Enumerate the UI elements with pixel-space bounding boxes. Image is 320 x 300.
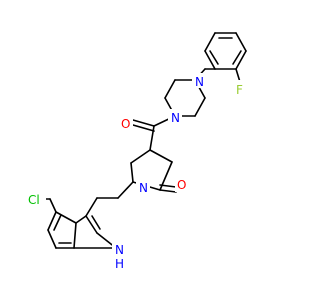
fluorine-atom: F — [234, 80, 247, 97]
bond — [85, 215, 98, 234]
atom-label-n: N — [171, 111, 180, 125]
bond — [232, 50, 242, 65]
nitrogen-atom: N — [112, 241, 126, 257]
oxygen-atom: O — [175, 176, 189, 192]
atom-label-cl: Cl — [28, 193, 40, 207]
bond — [130, 149, 151, 164]
bond — [164, 79, 176, 99]
bond — [75, 215, 87, 224]
bond — [85, 197, 98, 217]
bond — [53, 214, 62, 231]
atom-label-o: O — [121, 117, 130, 131]
nitrogen-atom: N — [168, 109, 182, 125]
bond — [209, 50, 219, 65]
atom-label-n: N — [115, 243, 124, 257]
bond — [159, 184, 177, 188]
bond — [91, 215, 101, 230]
bond — [235, 68, 241, 83]
atom-labels: F N N O N O Cl N — [26, 73, 247, 271]
hydrogen-atom: H — [112, 255, 126, 271]
nitrogen-atom: N — [192, 73, 206, 89]
bond — [47, 229, 57, 249]
bond — [47, 211, 57, 231]
bonds — [43, 32, 247, 249]
bond — [235, 50, 247, 70]
bond — [149, 125, 155, 151]
atom-label-h: H — [115, 257, 124, 271]
bond — [132, 119, 155, 127]
bond — [159, 189, 177, 193]
bond — [73, 222, 77, 249]
oxygen-atom: O — [119, 115, 133, 131]
bond — [235, 32, 247, 52]
chlorine-atom: Cl — [26, 191, 46, 207]
bond — [149, 149, 173, 163]
atom-label-o: O — [177, 178, 186, 192]
bond — [204, 32, 216, 52]
atom-label-n: N — [195, 75, 204, 89]
bond — [194, 97, 206, 117]
bond — [49, 198, 57, 213]
atom-label-f: F — [236, 83, 243, 97]
nitrogen-atom: N — [136, 179, 150, 195]
bond — [130, 162, 134, 183]
molecule-svg: F N N O N O Cl N — [26, 32, 247, 271]
atom-label-n: N — [139, 181, 148, 195]
molecule-structure-diagram: F N N O N O Cl N — [26, 32, 247, 271]
bond — [204, 50, 216, 70]
bond — [132, 124, 155, 132]
bond — [117, 181, 134, 199]
bond — [55, 211, 77, 224]
